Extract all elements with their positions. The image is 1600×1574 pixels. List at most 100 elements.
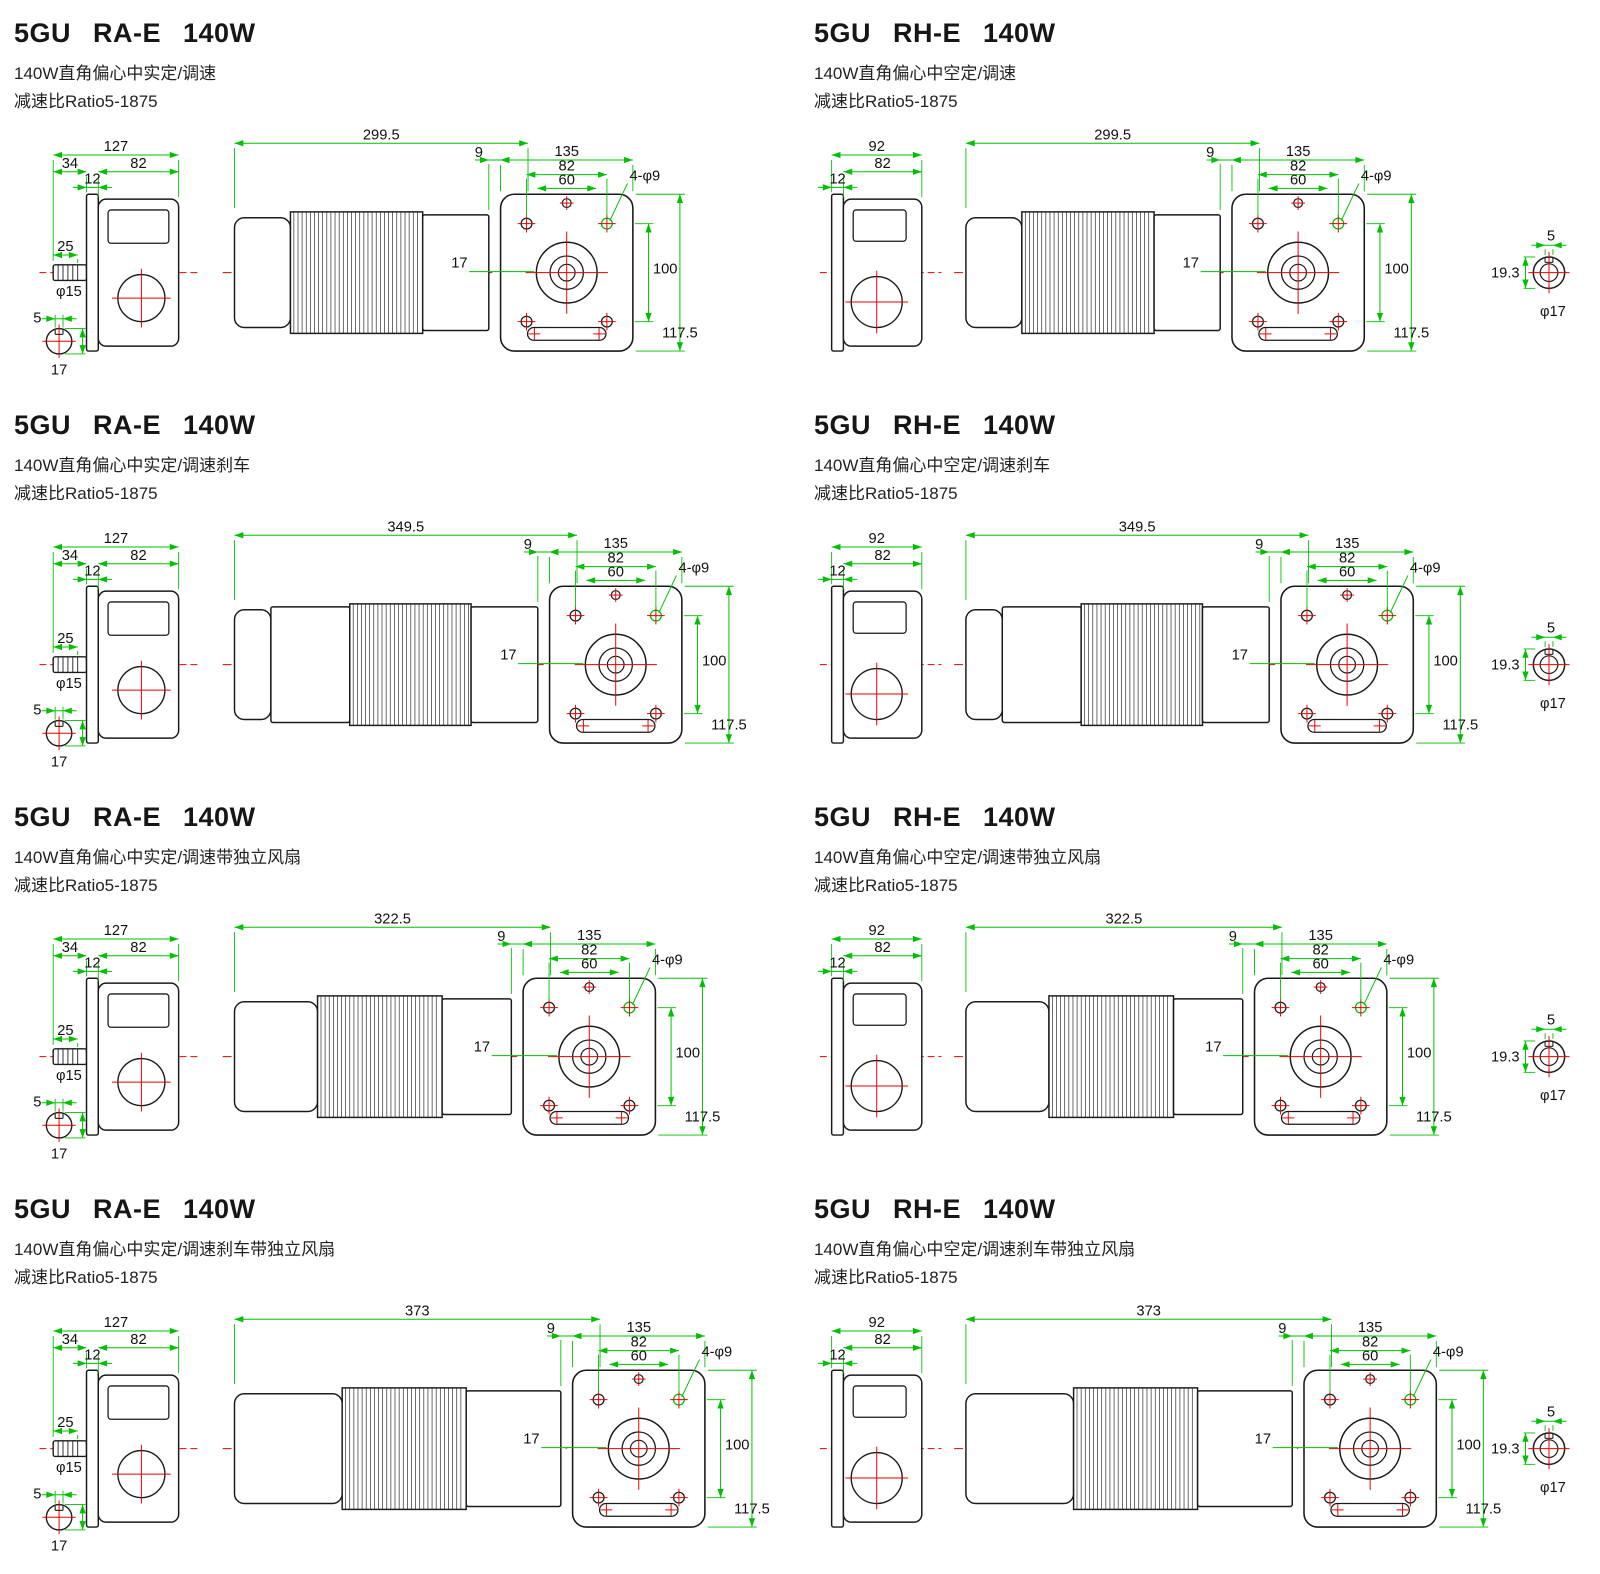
dim-label: 12 (829, 563, 845, 579)
dim-label: 82 (130, 156, 146, 172)
dim-label: 135 (1358, 1320, 1383, 1336)
dim-label: 17 (451, 256, 467, 272)
dim-arrow (1329, 1347, 1339, 1354)
dim-label: 299.5 (1094, 127, 1131, 143)
dim-arrow (1404, 548, 1414, 556)
dim-label: 127 (104, 923, 129, 939)
dim-arrow (169, 935, 179, 943)
dim-arrow (68, 1427, 78, 1435)
mount-flange (85, 977, 100, 1136)
dim-arrow (53, 1344, 63, 1351)
dim-arrow (609, 969, 619, 976)
dim-label: φ17 (1540, 696, 1566, 712)
dim-arrow (1273, 924, 1282, 931)
motor-fin-body (1072, 1387, 1199, 1511)
dim-label: 5 (1547, 1404, 1555, 1420)
dim-label: 4-φ9 (629, 169, 660, 185)
dim-arrow (694, 615, 701, 625)
dim-arrow (523, 940, 532, 948)
dim-label: 17 (51, 1147, 67, 1163)
dim-arrow (98, 968, 108, 975)
dim-arrow (1254, 940, 1264, 948)
dim-label: 9 (475, 145, 483, 161)
motor-end-cap (965, 217, 1023, 329)
dim-arrow (1522, 671, 1529, 681)
leader-line (1412, 1359, 1432, 1397)
dim-arrow (1390, 1361, 1400, 1368)
dim-arrow (843, 952, 853, 959)
dim-arrow (79, 737, 86, 746)
dim-arrow (843, 168, 853, 175)
dim-label: 92 (869, 139, 885, 155)
dim-label: 25 (57, 631, 73, 647)
dim-arrow (1340, 1361, 1350, 1368)
dim-arrow (98, 952, 108, 959)
dim-arrow (53, 1427, 63, 1435)
panel-rh-brake: 5GU RH-E 140W 140W直角偏心中空定/调速刹车 减速比Ratio5… (800, 398, 1600, 790)
dim-label: 92 (869, 1315, 885, 1331)
dim-arrow (1552, 1418, 1562, 1425)
dim-label: 4-φ9 (701, 1345, 732, 1361)
motor-section (1196, 1390, 1293, 1508)
dim-arrow (620, 955, 630, 962)
dim-label: φ17 (1540, 1088, 1566, 1104)
dim-label: 4-φ9 (652, 953, 683, 969)
dim-arrow (1268, 185, 1278, 192)
bottom-slot (1330, 1502, 1410, 1517)
dim-label: 82 (631, 1335, 647, 1351)
dim-arrow (1280, 955, 1290, 962)
dim-arrow (912, 151, 922, 159)
dim-arrow (98, 1344, 108, 1351)
dim-arrow (1352, 955, 1361, 962)
dim-arrow (98, 576, 108, 583)
dim-arrow (63, 315, 72, 322)
dim-label: 60 (559, 172, 575, 188)
dim-label: 82 (1290, 159, 1306, 175)
bottom-slot (549, 1110, 630, 1125)
dim-arrow (831, 935, 841, 943)
dim-arrow (822, 184, 832, 191)
panel-ra-brake-fan: 5GU RA-E 140W 140W直角偏心中实定/调速刹车带独立风扇 减速比R… (0, 1182, 800, 1574)
dim-arrow (568, 532, 578, 539)
dim-arrow (1552, 242, 1562, 249)
dim-label: 17 (51, 755, 67, 771)
dim-label: 135 (577, 928, 602, 944)
panel-subtitle: 140W直角偏心中实定/调速刹车带独立风扇 (14, 1240, 336, 1259)
dim-label: 9 (1206, 145, 1214, 161)
dim-label: φ15 (56, 1068, 82, 1084)
bottom-slot (598, 1502, 679, 1517)
dim-label: 127 (104, 1315, 129, 1331)
dim-arrow (79, 328, 86, 338)
dim-arrow (46, 1099, 56, 1106)
terminal-window (107, 1385, 170, 1420)
bottom-slot (1307, 718, 1387, 733)
dim-label: 34 (62, 1332, 78, 1348)
dim-arrow (79, 1521, 86, 1530)
panel-ra-brake: 5GU RA-E 140W 140W直角偏心中实定/调速刹车 减速比Ratio5… (0, 398, 800, 790)
dim-label: 5 (33, 1095, 41, 1111)
dim-arrow (748, 1518, 756, 1528)
dim-arrow (169, 543, 179, 551)
dim-label: 34 (62, 156, 78, 172)
motor-end-cap (233, 1393, 343, 1505)
dim-arrow (1401, 1347, 1411, 1354)
dim-arrow (1427, 1332, 1437, 1340)
dim-arrow (1480, 1370, 1487, 1380)
dim-arrow (843, 560, 853, 567)
panel-ratio: 减速比Ratio5-1875 (814, 92, 958, 111)
dim-arrow (822, 1360, 832, 1367)
bottom-slot (1280, 1110, 1361, 1125)
panel-subtitle: 140W直角偏心中实定/调速刹车 (14, 456, 251, 475)
dim-label: 100 (1456, 1438, 1481, 1454)
dim-label: 349.5 (1119, 519, 1156, 535)
dim-arrow (1304, 1332, 1313, 1340)
motor-end-cap (965, 1393, 1075, 1505)
panel-title: 5GU RA-E 140W (14, 18, 256, 48)
dim-arrow (696, 1332, 705, 1340)
panel-subtitle: 140W直角偏心中空定/调速刹车 (814, 456, 1051, 475)
dim-arrow (1552, 1026, 1562, 1033)
dim-arrow (234, 140, 244, 147)
dim-arrow (822, 576, 832, 583)
